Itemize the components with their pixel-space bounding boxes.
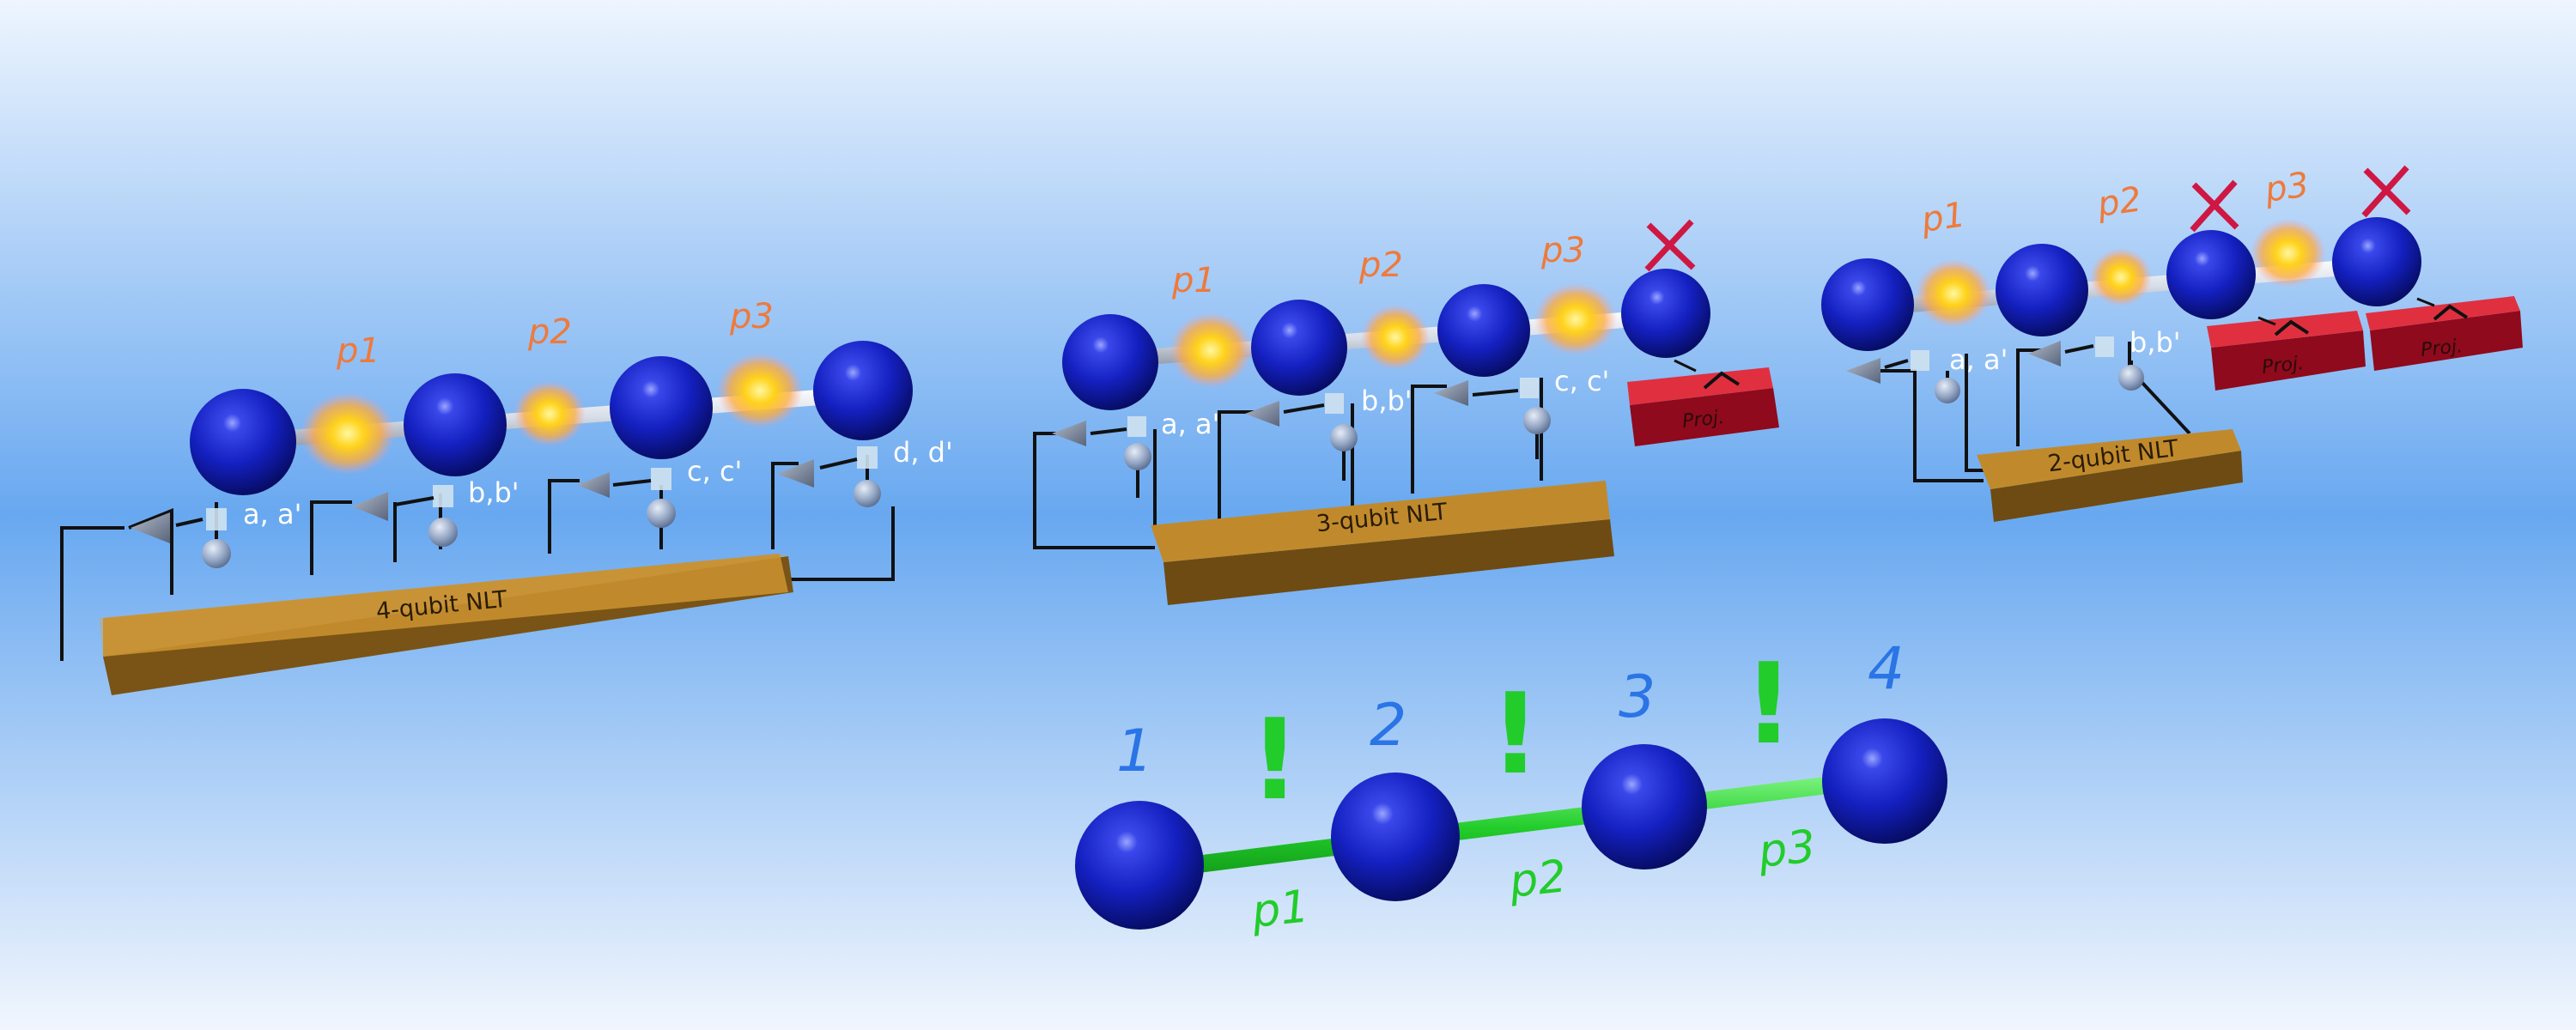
qubit-1b bbox=[404, 373, 507, 476]
qubit-2c bbox=[1437, 284, 1530, 377]
proj-box-2: Proj. bbox=[1627, 359, 1779, 446]
chain-link-label-2: p2 bbox=[1506, 851, 1569, 908]
qubit-1a bbox=[190, 389, 296, 495]
qubit-3c bbox=[2166, 230, 2256, 319]
cross-icon-3a bbox=[2190, 179, 2239, 233]
glow-p1 bbox=[301, 392, 395, 475]
chain-mark-2: ! bbox=[1490, 669, 1540, 799]
ancilla-label-2-c: c, c' bbox=[1554, 365, 1609, 397]
nlt-box-4: 4-qubit NLT bbox=[99, 554, 793, 695]
panel-4-qubit: 4-qubit NLT p bbox=[60, 297, 953, 695]
ancillas-1 bbox=[131, 446, 881, 568]
pair-label-2-p3: p3 bbox=[1540, 231, 1585, 270]
pair-label-3-p1: p1 bbox=[1918, 195, 1968, 240]
proj-box-3b: Proj. bbox=[2366, 296, 2523, 371]
panel-3-qubit: 3-qubit NLT Proj. p1 p2 bbox=[1033, 219, 1779, 605]
chain-node-label-3: 3 bbox=[1619, 663, 1656, 731]
ancilla-label-3-a: a, a' bbox=[1949, 343, 2008, 376]
proj-label-3b: Proj. bbox=[2420, 336, 2464, 361]
qubit-3b bbox=[1996, 244, 2088, 336]
chain: 1 2 3 4 ! ! ! p1 p2 p3 bbox=[1075, 635, 1947, 938]
ancillas-2 bbox=[1052, 378, 1551, 470]
ancilla-label-1-a: a, a' bbox=[243, 498, 301, 530]
pair-label-3-p2: p2 bbox=[2094, 179, 2144, 225]
cross-icon-2 bbox=[1644, 219, 1696, 272]
ancilla-label-1-d: d, d' bbox=[893, 436, 953, 469]
chain-mark-3: ! bbox=[1743, 639, 1794, 769]
glow-2-p3 bbox=[1534, 283, 1617, 355]
chain-node-1 bbox=[1075, 801, 1204, 930]
ancilla-label-3-b: b,b' bbox=[2129, 326, 2181, 359]
proj-box-3a: Proj. bbox=[2207, 311, 2366, 391]
qubit-1c bbox=[610, 356, 713, 459]
chain-node-3 bbox=[1582, 744, 1707, 869]
pair-label-2-p1: p1 bbox=[1171, 261, 1216, 300]
ancilla-label-2-b: b,b' bbox=[1361, 385, 1413, 417]
cross-icon-3b bbox=[2361, 165, 2411, 218]
glow-2-p1 bbox=[1170, 312, 1252, 388]
qubit-2a bbox=[1062, 314, 1158, 410]
glow-3-p1 bbox=[1916, 259, 1991, 328]
ancilla-label-2-a: a, a' bbox=[1161, 408, 1219, 440]
panel-2-qubit: 2-qubit NLT Proj. Proj. bbox=[1821, 165, 2523, 522]
pair-label-1-p3: p3 bbox=[729, 297, 774, 336]
qubit-3d bbox=[2332, 217, 2421, 306]
chain-node-label-2: 2 bbox=[1370, 692, 1406, 760]
ancillas-3 bbox=[1846, 336, 2144, 403]
qubit-2b bbox=[1251, 300, 1347, 396]
ancilla-label-1-b: b,b' bbox=[468, 476, 519, 509]
chain-node-label-1: 1 bbox=[1116, 718, 1153, 785]
glow-p2 bbox=[513, 381, 586, 446]
pair-label-3-p3: p3 bbox=[2262, 165, 2312, 210]
ancilla-label-1-c: c, c' bbox=[687, 455, 742, 488]
chain-mark-1: ! bbox=[1249, 694, 1300, 825]
chain-node-2 bbox=[1331, 772, 1460, 901]
glow-2-p2 bbox=[1361, 305, 1430, 370]
chain-node-label-4: 4 bbox=[1868, 635, 1905, 703]
chain-node-4 bbox=[1822, 718, 1947, 844]
glow-3-p2 bbox=[2090, 248, 2152, 306]
proj-label-2: Proj. bbox=[1681, 407, 1725, 433]
qubit-3a bbox=[1821, 258, 1914, 351]
glow-p3 bbox=[717, 353, 803, 428]
glow-3-p3 bbox=[2251, 219, 2326, 288]
proj-label-3a: Proj. bbox=[2261, 353, 2305, 379]
pair-label-1-p1: p1 bbox=[336, 331, 380, 371]
pair-label-1-p2: p2 bbox=[527, 312, 572, 352]
pair-label-2-p2: p2 bbox=[1358, 245, 1403, 285]
qubit-1d bbox=[813, 341, 913, 440]
chain-link-label-1: p1 bbox=[1249, 881, 1311, 938]
qubit-2d bbox=[1621, 269, 1710, 358]
chain-link-label-3: p3 bbox=[1755, 821, 1818, 878]
nlt-box-3q: 2-qubit NLT bbox=[1977, 429, 2243, 522]
